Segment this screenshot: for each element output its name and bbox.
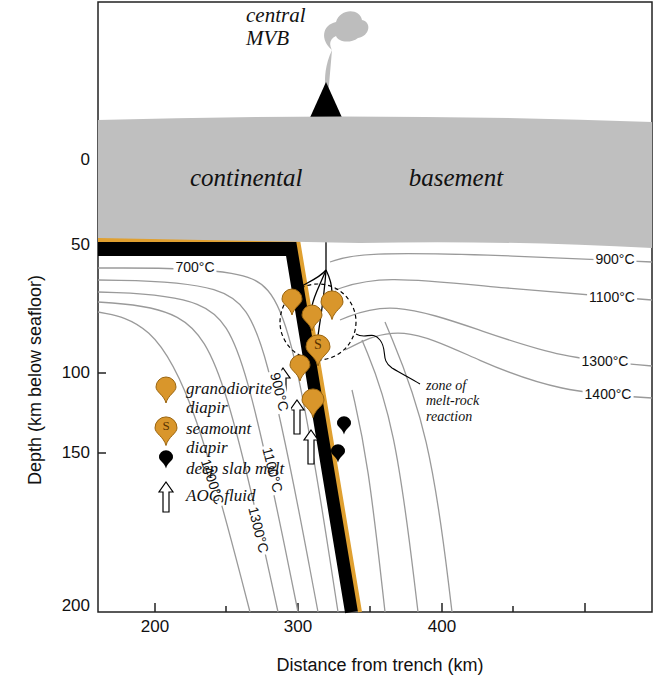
isotherm-label: 1400°C bbox=[583, 387, 634, 402]
node-label: S bbox=[155, 419, 177, 433]
volcano-label: central MVB bbox=[246, 4, 324, 50]
axis-title: Distance from trench (km) bbox=[276, 656, 483, 676]
isotherm-label: 700°C bbox=[173, 260, 216, 275]
reaction-zone-circle bbox=[280, 284, 356, 360]
isotherm-lines bbox=[98, 254, 652, 612]
aoc-fluid-arrow bbox=[304, 430, 318, 464]
node-shape bbox=[155, 417, 177, 446]
granodiorite-diapir bbox=[282, 289, 302, 315]
diapirs bbox=[156, 289, 351, 469]
tick-label: 100 bbox=[62, 364, 90, 383]
isotherm bbox=[98, 292, 298, 612]
isotherm bbox=[98, 280, 318, 612]
continental-basement-band: continental basement bbox=[98, 112, 652, 252]
tick-label: 200 bbox=[141, 618, 169, 637]
slab bbox=[98, 249, 352, 612]
isotherm bbox=[98, 302, 278, 612]
granodiorite-diapir bbox=[321, 291, 343, 320]
granodiorite-diapir bbox=[302, 389, 324, 418]
volcano bbox=[308, 82, 344, 122]
isotherm-label: 1100°C bbox=[587, 290, 637, 305]
deep-slab-melt bbox=[331, 444, 345, 462]
isotherm bbox=[385, 322, 452, 612]
node-label: continental basement bbox=[190, 164, 503, 192]
plot-frame bbox=[98, 2, 652, 612]
aoc-fluid-arrow bbox=[290, 400, 304, 434]
node-shape bbox=[98, 116, 652, 248]
axis-title: Depth (km below seafloor) bbox=[26, 275, 46, 485]
fluid-arrows bbox=[159, 368, 318, 512]
granodiorite-diapir bbox=[290, 355, 310, 381]
aoc-fluid-arrow bbox=[159, 482, 173, 512]
leader-line bbox=[356, 334, 420, 384]
slab-sediment-layer bbox=[98, 240, 360, 612]
isotherm bbox=[352, 390, 385, 612]
tick-label: 0 bbox=[81, 151, 90, 170]
seamount-diapir-symbol: S bbox=[155, 416, 177, 448]
node-shape bbox=[306, 335, 330, 366]
isotherm bbox=[362, 340, 418, 612]
granodiorite-diapir bbox=[302, 305, 322, 331]
deep-slab-melt bbox=[337, 416, 351, 434]
granodiorite-diapir bbox=[156, 377, 176, 403]
node-label: S bbox=[306, 337, 330, 352]
tick-label: 300 bbox=[284, 618, 312, 637]
zone-label: zone of melt-rock reaction bbox=[424, 378, 500, 424]
tick-label: 50 bbox=[71, 236, 90, 255]
tick-label: 400 bbox=[428, 618, 456, 637]
legend-text: granodiorite diapir bbox=[186, 380, 296, 417]
legend-text: deep slab melt bbox=[186, 460, 326, 479]
tick-label: 200 bbox=[62, 597, 90, 616]
deep-slab-melt bbox=[159, 450, 173, 468]
isotherm-label: 900°C bbox=[593, 252, 636, 267]
legend-text: seamount diapir bbox=[186, 420, 286, 457]
legend-text: AOC fluid bbox=[186, 487, 306, 506]
isotherm-label: 1300°C bbox=[580, 354, 631, 369]
tick-label: 150 bbox=[62, 444, 90, 463]
seamount-diapir: S bbox=[306, 334, 330, 368]
